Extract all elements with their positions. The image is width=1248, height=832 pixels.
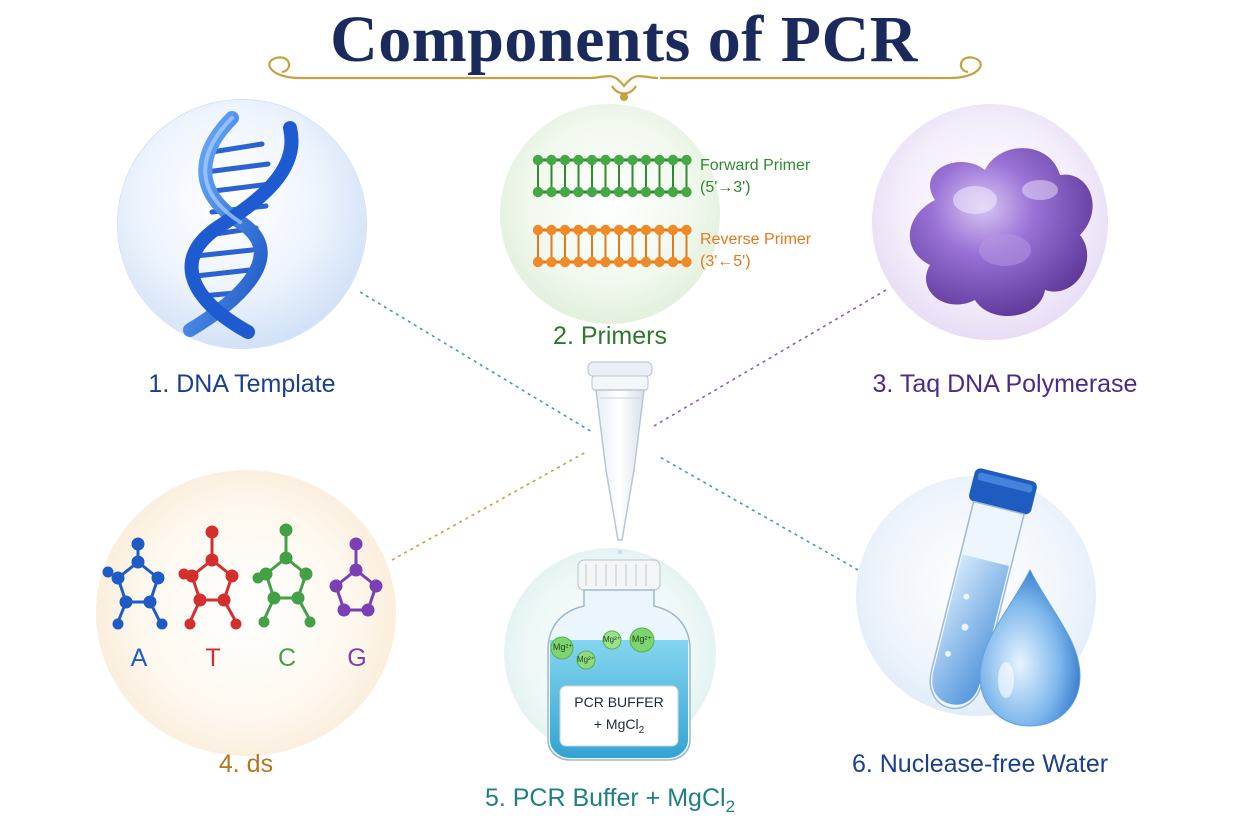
component-label-6: 6. Nuclease-free Water	[851, 750, 1109, 778]
reverse-primer-name: Reverse Primer	[700, 231, 812, 248]
reverse-primer-direction: (3'←5')	[700, 253, 751, 270]
primer-bead	[681, 154, 692, 166]
nucleotide-c-icon	[252, 523, 316, 628]
base-letter-t: T	[205, 644, 221, 672]
component-label-3: 3. Taq DNA Polymerase	[872, 370, 1138, 398]
primer-bead	[573, 186, 584, 198]
primer-bead	[627, 154, 638, 166]
primer-bead	[613, 186, 625, 198]
primer-bead	[586, 256, 598, 268]
primer-bead	[654, 154, 665, 166]
bottle-label-line2: + MgCl2	[593, 716, 645, 736]
mg-ion-label-4: Mg²⁺	[631, 634, 653, 644]
primer-bead	[559, 256, 571, 268]
water-tube-icon	[929, 468, 1037, 710]
water-drop-icon	[979, 568, 1081, 727]
mg-ion-label-2: Mg²⁺	[577, 655, 595, 664]
base-letter-g: G	[347, 644, 367, 672]
connector-taq	[653, 289, 887, 427]
mg-ion-1	[550, 636, 574, 660]
forward-primer-icon	[532, 154, 692, 198]
taq-polymerase-icon	[909, 148, 1093, 317]
nucleotide-g-icon	[329, 537, 383, 617]
component-label-5: 5. PCR Buffer + MgCl2	[484, 784, 736, 816]
primer-bead	[640, 224, 652, 236]
primer-bead	[573, 224, 584, 236]
primer-bead	[654, 224, 665, 236]
primer-bead	[532, 224, 544, 236]
primer-bead	[613, 224, 625, 236]
primer-bead	[627, 224, 638, 236]
page-title: Components of PCR	[330, 3, 918, 76]
reverse-primer-icon	[532, 224, 692, 268]
primer-bead	[573, 256, 584, 268]
primer-bead	[546, 186, 557, 198]
primer-bead	[681, 186, 692, 198]
component-label-4: 4. ds	[218, 750, 274, 778]
primer-bead	[627, 256, 638, 268]
primer-bead	[654, 256, 665, 268]
primer-bead	[600, 154, 611, 166]
primer-bead	[586, 224, 598, 236]
primer-bead	[586, 154, 598, 166]
connector-water	[657, 455, 859, 571]
primer-bead	[559, 154, 571, 166]
base-letter-a: A	[130, 644, 148, 672]
primer-bead	[600, 186, 611, 198]
primer-bead	[532, 154, 544, 166]
mg-ion-label-3: Mg²⁺	[603, 635, 621, 644]
dna-helix-icon	[183, 111, 299, 339]
primer-bead	[600, 224, 611, 236]
component-label-2: 2. Primers	[553, 322, 667, 350]
primer-bead	[546, 256, 557, 268]
primer-bead	[573, 154, 584, 166]
bottle-label-line1: PCR BUFFER	[574, 694, 664, 710]
primer-bead	[681, 224, 692, 236]
nucleotide-a-icon	[102, 537, 168, 630]
primer-bead	[681, 256, 692, 268]
primer-bead	[667, 154, 679, 166]
buffer-bottle-icon	[547, 559, 691, 761]
primer-bead	[559, 224, 571, 236]
primer-bead	[654, 186, 665, 198]
primer-bead	[640, 256, 652, 268]
pcr-tube-icon	[587, 361, 653, 554]
primer-bead	[667, 256, 679, 268]
primer-bead	[532, 256, 544, 268]
component-label-1: 1. DNA Template	[148, 370, 336, 398]
mg-ion-2	[576, 650, 596, 670]
mg-ion-3	[602, 630, 622, 650]
primer-bead	[546, 154, 557, 166]
primer-bead	[640, 154, 652, 166]
primer-bead	[667, 224, 679, 236]
primer-bead	[613, 256, 625, 268]
mg-ion-4	[629, 627, 655, 653]
primer-bead	[613, 154, 625, 166]
primer-bead	[586, 186, 598, 198]
primer-bead	[667, 186, 679, 198]
primer-bead	[559, 186, 571, 198]
nucleotide-t-icon	[178, 525, 242, 630]
primer-bead	[546, 224, 557, 236]
connector-dna	[359, 291, 593, 433]
forward-primer-direction: (5'→3')	[700, 179, 751, 196]
primer-bead	[640, 186, 652, 198]
forward-primer-name: Forward Primer	[700, 157, 811, 174]
title-ornament	[268, 56, 982, 101]
primer-bead	[532, 186, 544, 198]
primers-bubble	[500, 104, 720, 324]
connector-lines	[359, 289, 887, 571]
mg-ion-label-1: Mg²⁺	[552, 642, 574, 652]
primer-bead	[627, 186, 638, 198]
primer-bead	[600, 256, 611, 268]
connector-dntps	[391, 451, 587, 561]
base-letter-c: C	[277, 644, 297, 672]
